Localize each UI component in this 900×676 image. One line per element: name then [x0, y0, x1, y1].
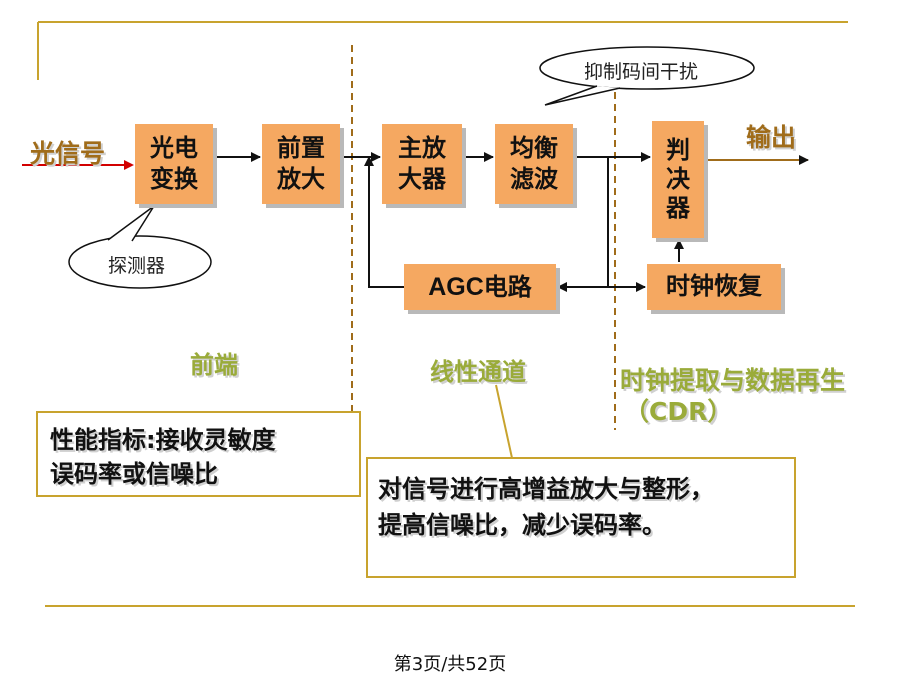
agc-label: AGC [428, 272, 484, 301]
detector-callout: 探测器 [108, 255, 166, 277]
preamp-line2: 放大 [277, 165, 325, 193]
clock-recovery-block: 时钟恢复 [647, 264, 781, 310]
equalizer-filter-line2: 滤波 [510, 165, 558, 193]
photo-conversion-line2: 变换 [150, 165, 198, 193]
main-amplifier-block: 主放大器 [382, 124, 462, 204]
detector-bubble-tail [107, 205, 155, 242]
input-signal-arrowhead [124, 160, 134, 170]
equalizer-filter-block: 均衡滤波 [495, 124, 573, 204]
front-end-note: 性能指标:接收灵敏度 误码率或信噪比 [36, 411, 361, 497]
cdr-label-line2: （CDR） [624, 397, 733, 426]
agc-circuit-block: AGC电路 [404, 264, 556, 310]
front-end-note-line2: 误码率或信噪比 [50, 460, 218, 489]
main-amplifier-line1: 主放 [398, 133, 446, 162]
decision-line1: 判 [666, 135, 690, 164]
output-label: 输出 [746, 123, 797, 152]
detector-bubble [68, 235, 212, 289]
decision-line3: 器 [666, 194, 690, 223]
photo-conversion-line1: 光电 [150, 133, 198, 162]
front-end-note-line1: 性能指标:接收灵敏度 [50, 426, 276, 454]
linear-channel-note-line1: 对信号进行高增益放大与整形， [378, 475, 714, 503]
input-signal-label: 光信号 [30, 139, 106, 168]
agc-feedback-line [364, 156, 404, 288]
preamp-block: 前置放大 [262, 124, 340, 204]
isi-bubble-tail [544, 85, 621, 106]
main-amplifier-line2: 大器 [398, 165, 446, 193]
linear-channel-label: 线性通道 [430, 358, 526, 386]
isi-bubble [539, 46, 755, 90]
clock-recovery-label: 时钟恢复 [666, 272, 762, 301]
decision-block: 判决器 [652, 121, 704, 238]
page-number: 第3页/共52页 [393, 654, 507, 675]
equalizer-filter-line1: 均衡 [510, 133, 558, 162]
isi-callout: 抑制码间干扰 [584, 61, 699, 83]
photo-conversion-block: 光电变换 [135, 124, 213, 204]
agc-circuit-label: 电路 [483, 272, 532, 301]
linear-channel-note-line2: 提高信噪比，减少误码率。 [378, 511, 666, 539]
decision-line2: 决 [666, 164, 690, 193]
preamp-line1: 前置 [277, 133, 325, 162]
note-pointer-line [495, 384, 513, 459]
front-end-label: 前端 [190, 351, 238, 379]
linear-channel-note: 对信号进行高增益放大与整形， 提高信噪比，减少误码率。 [366, 457, 796, 578]
cdr-label-line1: 时钟提取与数据再生 [620, 366, 846, 395]
